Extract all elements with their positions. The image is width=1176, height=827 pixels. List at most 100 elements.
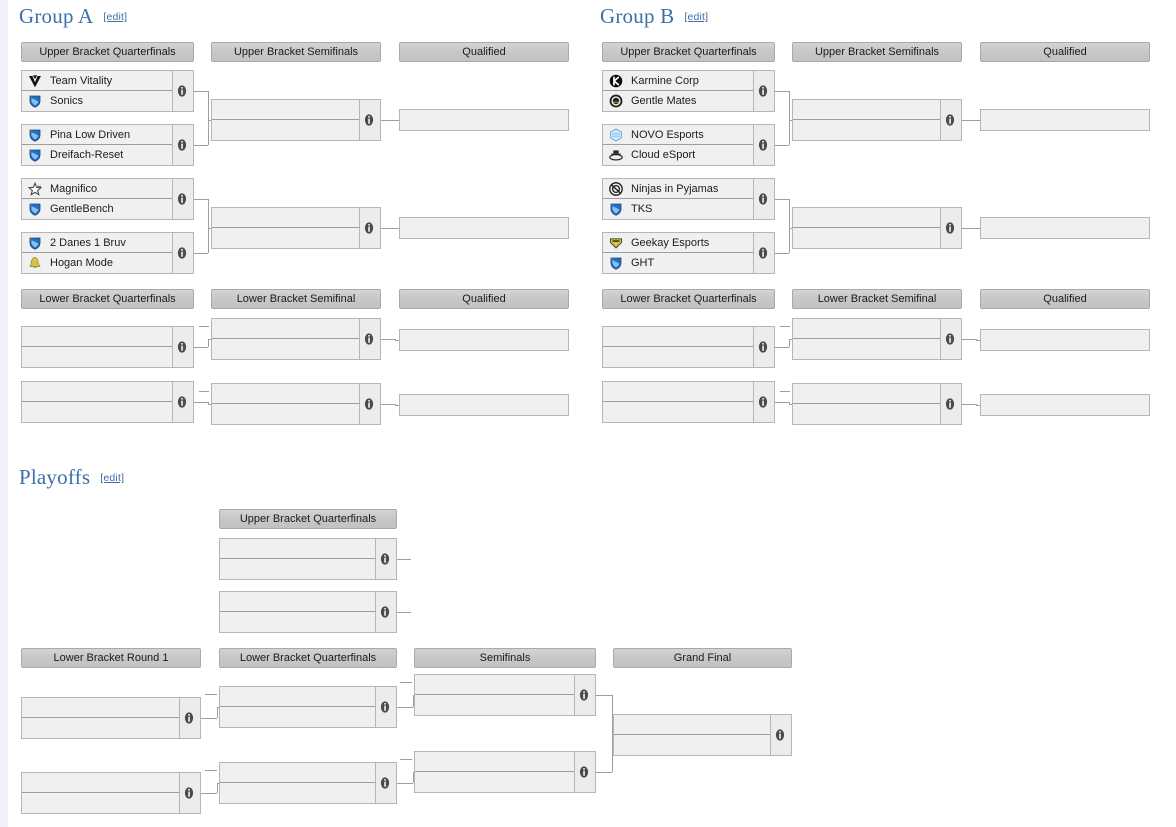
match-playoffs-lbr1-2[interactable]	[21, 772, 201, 814]
edit-link[interactable]: [edit]	[684, 11, 709, 23]
info-icon[interactable]	[758, 247, 768, 259]
match-playoffs-lbqf-2[interactable]	[219, 762, 397, 804]
match-lbqf-a-2[interactable]	[21, 381, 194, 423]
match-opponent-top[interactable]: Magnifico	[22, 179, 193, 199]
match-lbsf-b-1[interactable]	[792, 318, 962, 360]
match-playoffs-grandfinal[interactable]	[613, 714, 792, 756]
match-opponent-bottom[interactable]: GentleBench	[22, 199, 193, 219]
match-playoffs-semifinal-2[interactable]	[414, 751, 596, 793]
match-opponent-bottom[interactable]	[212, 339, 380, 359]
qualified-upper-a-1[interactable]	[399, 109, 569, 131]
info-icon[interactable]	[758, 139, 768, 151]
edit-link[interactable]: [edit]	[100, 472, 125, 484]
match-opponent-bottom[interactable]	[22, 402, 193, 422]
match-opponent-bottom[interactable]: Hogan Mode	[22, 253, 193, 273]
match-playoffs-semifinal-1[interactable]	[414, 674, 596, 716]
info-icon[interactable]	[758, 396, 768, 408]
match-opponent-top[interactable]: Ninjas in Pyjamas	[603, 179, 774, 199]
qualified-lower-b-1[interactable]	[980, 329, 1150, 351]
match-opponent-top[interactable]	[220, 687, 396, 707]
match-opponent-top[interactable]	[415, 752, 595, 772]
match-opponent-top[interactable]	[22, 773, 200, 793]
qualified-upper-b-2[interactable]	[980, 217, 1150, 239]
match-opponent-top[interactable]: Karmine Corp	[603, 71, 774, 91]
match-opponent-bottom[interactable]	[22, 347, 193, 367]
match-opponent-top[interactable]	[614, 715, 791, 735]
match-opponent-bottom[interactable]: Cloud eSport	[603, 145, 774, 165]
match-opponent-bottom[interactable]	[793, 339, 961, 359]
match-opponent-top[interactable]	[793, 100, 961, 120]
match-opponent-bottom[interactable]	[793, 404, 961, 424]
match-opponent-top[interactable]: Geekay Esports	[603, 233, 774, 253]
info-icon[interactable]	[945, 222, 955, 234]
match-opponent-top[interactable]	[793, 319, 961, 339]
info-icon[interactable]	[758, 85, 768, 97]
match-opponent-bottom[interactable]	[22, 718, 200, 738]
qualified-upper-b-1[interactable]	[980, 109, 1150, 131]
info-icon[interactable]	[758, 193, 768, 205]
info-icon[interactable]	[364, 398, 374, 410]
info-icon[interactable]	[945, 398, 955, 410]
match-opponent-top[interactable]	[22, 327, 193, 347]
match-opponent-top[interactable]: 2 Danes 1 Bruv	[22, 233, 193, 253]
info-icon[interactable]	[177, 247, 187, 259]
info-icon[interactable]	[579, 689, 589, 701]
match-opponent-top[interactable]: Pina Low Driven	[22, 125, 193, 145]
match-opponent-bottom[interactable]	[220, 559, 396, 579]
match-lbqf-b-1[interactable]	[602, 326, 775, 368]
info-icon[interactable]	[945, 333, 955, 345]
info-icon[interactable]	[184, 787, 194, 799]
match-ubsf-a-2[interactable]	[211, 207, 381, 249]
match-opponent-bottom[interactable]	[212, 404, 380, 424]
match-opponent-bottom[interactable]: GHT	[603, 253, 774, 273]
qualified-lower-b-2[interactable]	[980, 394, 1150, 416]
match-opponent-bottom[interactable]	[603, 402, 774, 422]
match-opponent-bottom[interactable]	[212, 120, 380, 140]
qualified-lower-a-2[interactable]	[399, 394, 569, 416]
info-icon[interactable]	[177, 396, 187, 408]
match-lbsf-a-1[interactable]	[211, 318, 381, 360]
info-icon[interactable]	[177, 85, 187, 97]
info-icon[interactable]	[758, 341, 768, 353]
match-playoffs-lbr1-1[interactable]	[21, 697, 201, 739]
match-opponent-top[interactable]	[22, 382, 193, 402]
info-icon[interactable]	[945, 114, 955, 126]
match-opponent-top[interactable]	[220, 539, 396, 559]
match-lbqf-a-1[interactable]	[21, 326, 194, 368]
info-icon[interactable]	[364, 333, 374, 345]
match-opponent-bottom[interactable]	[614, 735, 791, 755]
match-ubsf-a-1[interactable]	[211, 99, 381, 141]
info-icon[interactable]	[380, 701, 390, 713]
match-opponent-bottom[interactable]	[220, 612, 396, 632]
match-opponent-top[interactable]: NOVO Esports	[603, 125, 774, 145]
info-icon[interactable]	[364, 114, 374, 126]
match-opponent-bottom[interactable]	[212, 228, 380, 248]
info-icon[interactable]	[380, 553, 390, 565]
match-opponent-bottom[interactable]	[415, 695, 595, 715]
match-ubsf-b-2[interactable]	[792, 207, 962, 249]
match-opponent-top[interactable]	[220, 763, 396, 783]
match-opponent-bottom[interactable]: Sonics	[22, 91, 193, 111]
info-icon[interactable]	[364, 222, 374, 234]
info-icon[interactable]	[775, 729, 785, 741]
match-opponent-top[interactable]	[212, 208, 380, 228]
match-playoffs-lbqf-1[interactable]	[219, 686, 397, 728]
match-opponent-bottom[interactable]	[220, 707, 396, 727]
match-lbsf-b-2[interactable]	[792, 383, 962, 425]
match-opponent-top[interactable]	[603, 382, 774, 402]
match-opponent-bottom[interactable]	[793, 228, 961, 248]
info-icon[interactable]	[177, 193, 187, 205]
match-opponent-bottom[interactable]	[793, 120, 961, 140]
match-opponent-bottom[interactable]	[22, 793, 200, 813]
match-opponent-bottom[interactable]	[603, 347, 774, 367]
match-opponent-top[interactable]	[415, 675, 595, 695]
match-opponent-top[interactable]	[212, 384, 380, 404]
info-icon[interactable]	[380, 606, 390, 618]
info-icon[interactable]	[380, 777, 390, 789]
qualified-upper-a-2[interactable]	[399, 217, 569, 239]
